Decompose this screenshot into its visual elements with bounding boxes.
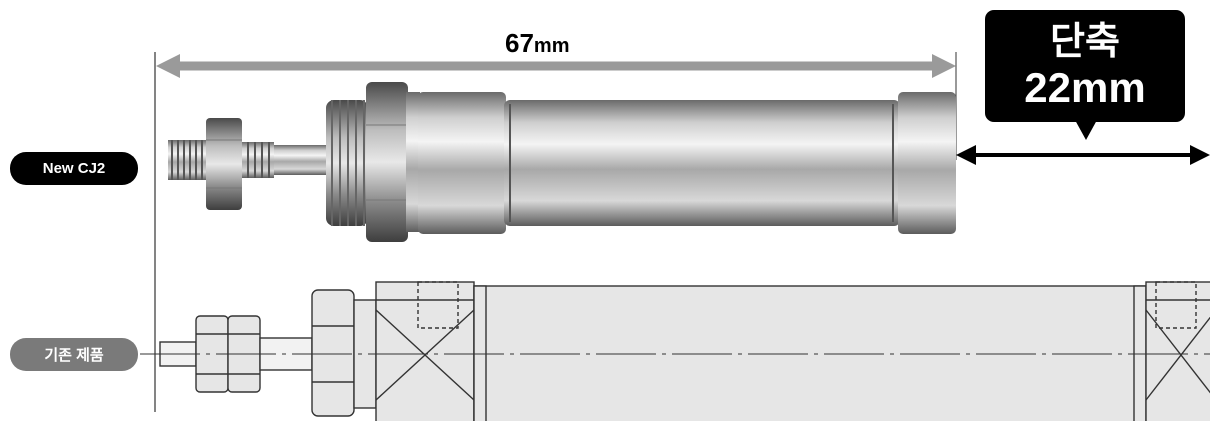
length-dimension-arrow [156, 54, 956, 78]
shortening-callout-value: 22mm [1024, 64, 1146, 111]
shortening-callout-box: 단축 22mm [985, 10, 1185, 122]
new-product-label: New CJ2 [10, 152, 138, 185]
existing-product-label: 기존 제품 [10, 338, 138, 371]
callout-pointer [1075, 120, 1097, 140]
shortening-arrow [956, 145, 1210, 165]
shortening-callout-title: 단축 [1050, 21, 1120, 63]
new-cj2-cylinder [168, 82, 956, 242]
length-dimension-label: 67mm [505, 28, 570, 58]
existing-product-drawing [140, 281, 1210, 421]
